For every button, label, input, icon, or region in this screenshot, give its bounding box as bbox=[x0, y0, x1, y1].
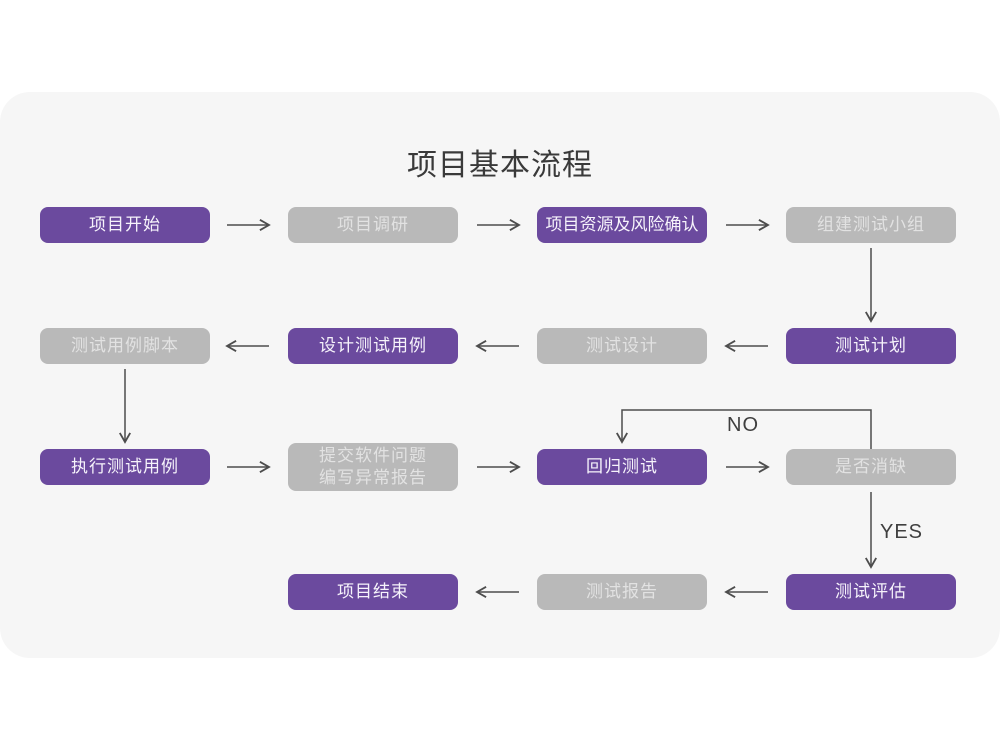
node-label: 测试设计 bbox=[586, 336, 658, 355]
flow-node-regression-test: 回归测试 bbox=[537, 449, 707, 485]
node-label: 测试报告 bbox=[586, 582, 658, 601]
flow-node-project-research: 项目调研 bbox=[288, 207, 458, 243]
node-label: 是否消缺 bbox=[835, 457, 907, 476]
flow-node-build-test-team: 组建测试小组 bbox=[786, 207, 956, 243]
flow-node-submit-issue-report: 提交软件问题 编写异常报告 bbox=[288, 443, 458, 491]
node-label: 组建测试小组 bbox=[817, 215, 925, 234]
node-label-line1: 提交软件问题 bbox=[319, 446, 427, 465]
flow-node-defect-resolved: 是否消缺 bbox=[786, 449, 956, 485]
flowchart-card bbox=[0, 92, 1000, 658]
node-label: 测试用例脚本 bbox=[71, 336, 179, 355]
node-label: 回归测试 bbox=[586, 457, 658, 476]
node-label-line2: 编写异常报告 bbox=[319, 468, 427, 487]
edge-label-yes: YES bbox=[880, 521, 924, 543]
node-label: 项目资源及风险确认 bbox=[545, 215, 699, 234]
flow-node-test-design: 测试设计 bbox=[537, 328, 707, 364]
flow-node-test-plan: 测试计划 bbox=[786, 328, 956, 364]
node-label: 项目调研 bbox=[337, 215, 409, 234]
node-label: 项目结束 bbox=[337, 582, 409, 601]
edge-label-no: NO bbox=[727, 414, 759, 436]
flow-node-test-evaluation: 测试评估 bbox=[786, 574, 956, 610]
flow-node-test-report: 测试报告 bbox=[537, 574, 707, 610]
node-label: 设计测试用例 bbox=[319, 336, 427, 355]
node-label: 测试评估 bbox=[835, 582, 907, 601]
flow-node-project-start: 项目开始 bbox=[40, 207, 210, 243]
page-title: 项目基本流程 bbox=[407, 149, 593, 182]
node-label: 测试计划 bbox=[835, 336, 907, 355]
flow-node-project-end: 项目结束 bbox=[288, 574, 458, 610]
node-label: 项目开始 bbox=[89, 215, 161, 234]
node-label: 执行测试用例 bbox=[71, 457, 179, 476]
flow-node-test-case-script: 测试用例脚本 bbox=[40, 328, 210, 364]
flow-node-design-test-case: 设计测试用例 bbox=[288, 328, 458, 364]
flow-node-execute-test-case: 执行测试用例 bbox=[40, 449, 210, 485]
flow-node-project-resources-risk: 项目资源及风险确认 bbox=[537, 207, 707, 243]
